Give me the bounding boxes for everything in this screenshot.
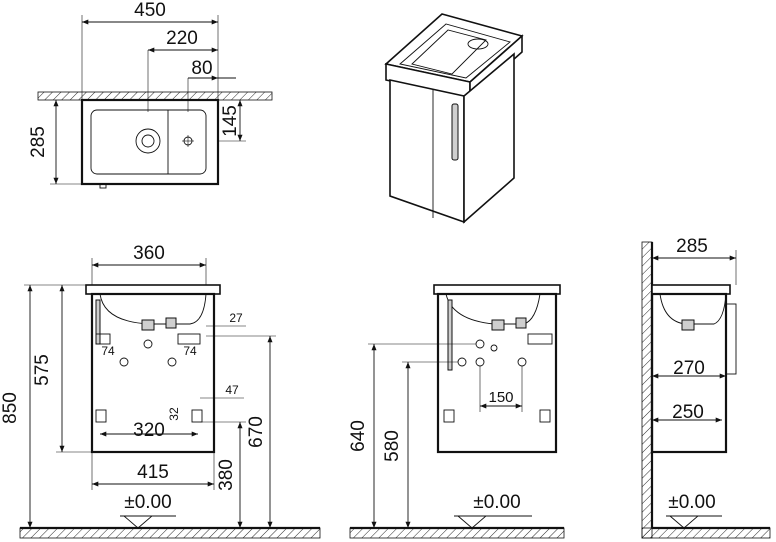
dim-670: 670: [246, 416, 267, 448]
dim-270: 270: [673, 358, 705, 379]
side-handle: [725, 303, 737, 375]
floor-hatch-middle: [349, 527, 565, 539]
dim-415: 415: [137, 462, 169, 483]
dim-285-top: 285: [28, 126, 49, 158]
cabinet-side: [463, 52, 515, 224]
dim-640: 640: [348, 420, 369, 452]
dim-850: 850: [0, 392, 21, 424]
middle-view: 150 640 580 ±0.00: [348, 284, 565, 539]
dim-250: 250: [672, 402, 704, 423]
dim-74-right: 74: [183, 344, 197, 358]
dim-80: 80: [191, 58, 212, 79]
floor-level-side: ±0.00: [668, 492, 715, 513]
dim-145: 145: [220, 105, 241, 137]
floor-level-front: ±0.00: [124, 492, 171, 513]
dim-220: 220: [166, 28, 198, 49]
cabinet-middle-outline: [436, 292, 558, 454]
floor-hatch-front: [19, 527, 321, 539]
isometric-view: [384, 13, 524, 224]
basin-outline: [80, 98, 220, 186]
cabinet-front-outline: [90, 292, 216, 454]
dim-27: 27: [229, 311, 243, 325]
dim-285-side: 285: [676, 236, 708, 257]
floor-level-middle: ±0.00: [473, 492, 520, 513]
dim-150: 150: [488, 389, 513, 406]
dim-380: 380: [216, 459, 237, 491]
dim-360: 360: [133, 243, 165, 264]
dim-47: 47: [225, 383, 239, 397]
floor-hatch-side: [641, 527, 771, 539]
dim-575: 575: [32, 354, 53, 386]
front-view: 360 27 74 74 47 32 320 415 ±0.00 850 575: [0, 243, 321, 539]
dim-450: 450: [134, 0, 166, 21]
side-view: 285 270 250 ±0.00: [641, 236, 771, 539]
basin-bowl: [90, 109, 207, 175]
door-handle: [451, 103, 459, 161]
dim-32: 32: [167, 407, 181, 421]
dim-580: 580: [382, 430, 403, 462]
drain-circle: [135, 128, 161, 154]
wall-hatch-side: [641, 241, 653, 539]
dim-320: 320: [133, 420, 165, 441]
top-view: 450 220 80 145 285: [28, 0, 273, 189]
dim-74-left: 74: [101, 344, 115, 358]
wall-hatch: [37, 91, 273, 101]
